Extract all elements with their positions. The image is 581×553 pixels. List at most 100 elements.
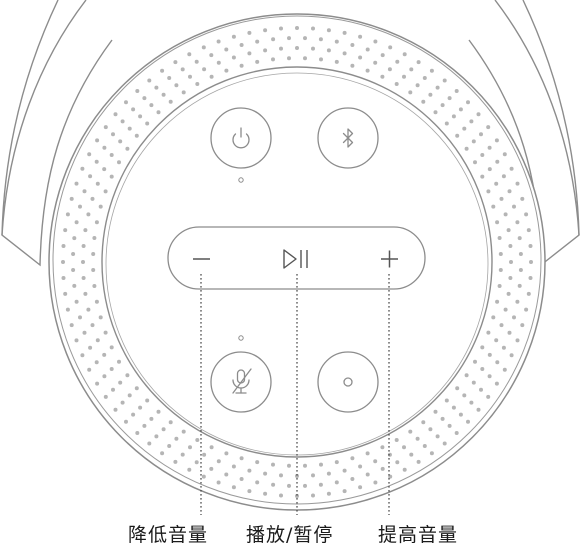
- grille-dot: [117, 160, 121, 165]
- grille-dot: [202, 452, 207, 457]
- grille-dot: [409, 67, 414, 72]
- grille-dot: [350, 63, 355, 68]
- grille-dot: [118, 139, 123, 144]
- grille-dot: [476, 112, 481, 117]
- grille-dot: [247, 468, 252, 473]
- grille-dot: [402, 467, 407, 472]
- grille-dot: [147, 78, 152, 83]
- grille-dot: [408, 90, 413, 95]
- grille-dot: [74, 220, 79, 225]
- grille-dot: [415, 83, 420, 88]
- bluetooth-icon: [342, 128, 354, 148]
- grille-dot: [63, 228, 68, 233]
- grille-dot: [287, 56, 291, 61]
- grille-dot: [247, 30, 252, 35]
- grille-dot: [435, 85, 440, 90]
- grille-dot: [102, 352, 107, 357]
- grille-dot: [88, 174, 93, 179]
- grille-dot: [373, 459, 378, 464]
- grille-dot: [319, 462, 323, 467]
- grille-dot: [326, 471, 331, 476]
- grille-dot: [111, 387, 115, 392]
- grille-dot: [421, 99, 426, 104]
- grille-dot: [387, 452, 392, 457]
- grille-dot: [71, 252, 76, 256]
- grille-dot: [295, 494, 299, 498]
- grille-dot: [88, 345, 93, 350]
- grille-dot: [95, 381, 100, 386]
- grille-dot: [74, 181, 79, 186]
- grille-dot: [319, 57, 323, 62]
- grille-dot: [78, 204, 82, 209]
- grille-dot: [454, 89, 459, 93]
- grille-dot: [524, 212, 529, 217]
- grille-dot: [480, 345, 485, 350]
- grille-dot: [487, 374, 492, 379]
- grille-dot: [326, 491, 331, 496]
- grille-dot: [187, 467, 192, 472]
- grille-dot: [462, 393, 467, 398]
- grille-dot: [187, 52, 192, 57]
- grille-dot: [195, 82, 200, 86]
- grille-dot: [517, 283, 522, 288]
- grille-dot: [469, 119, 474, 124]
- grille-dot: [174, 436, 179, 441]
- grille-dot: [365, 68, 370, 73]
- grille-dot: [134, 133, 139, 138]
- volume-up-button[interactable]: [381, 250, 398, 268]
- grille-dot: [479, 132, 483, 137]
- grille-dot: [380, 445, 385, 450]
- grille-dot: [422, 76, 427, 80]
- grille-dot: [440, 103, 445, 108]
- grille-dot: [216, 459, 221, 464]
- grille-dot: [239, 456, 244, 461]
- grille-dot: [471, 380, 476, 385]
- grille-dot: [342, 468, 347, 473]
- grille-dot: [342, 51, 347, 56]
- grille-dot: [447, 96, 452, 101]
- grille-dot: [86, 307, 91, 312]
- grille-dot: [487, 352, 492, 357]
- grille-dot: [181, 429, 186, 434]
- grille-dot: [113, 112, 118, 117]
- grille-dot: [209, 445, 214, 450]
- grille-dot: [117, 359, 121, 364]
- grille-dot: [402, 74, 406, 79]
- grille-dot: [433, 409, 438, 414]
- grille-dot: [303, 36, 307, 41]
- action-button[interactable]: [317, 351, 379, 413]
- right-strap: [468, 0, 580, 267]
- grille-dot: [239, 477, 244, 481]
- grille-dot: [428, 427, 433, 432]
- microphone-off-button[interactable]: [210, 351, 272, 413]
- grille-dot: [113, 407, 118, 412]
- grille-dot: [380, 53, 385, 58]
- grille-dot: [509, 166, 514, 171]
- grille-dot: [72, 283, 77, 288]
- grille-dot: [160, 68, 165, 73]
- bluetooth-button[interactable]: [317, 107, 379, 169]
- grille-dot: [295, 26, 299, 30]
- power-button[interactable]: [210, 107, 272, 169]
- control-bar: [167, 226, 426, 290]
- grille-dot: [65, 212, 70, 217]
- grille-dot: [255, 480, 260, 485]
- grille-dot: [95, 138, 100, 143]
- power-icon: [232, 127, 250, 149]
- play-pause-button[interactable]: [283, 249, 308, 269]
- grille-dot: [454, 431, 459, 435]
- grille-dot: [395, 59, 400, 64]
- grille-dot: [365, 451, 370, 456]
- grille-dot: [499, 196, 504, 201]
- grille-dot: [287, 483, 291, 488]
- grille-dot: [72, 236, 77, 241]
- grille-dot: [497, 284, 502, 288]
- grille-dot: [135, 431, 140, 435]
- grille-dot: [271, 462, 275, 467]
- grille-dot: [334, 59, 339, 64]
- grille-dot: [102, 374, 107, 379]
- grille-dot: [124, 419, 128, 424]
- grille-dot: [134, 386, 139, 391]
- grille-dot: [342, 489, 347, 494]
